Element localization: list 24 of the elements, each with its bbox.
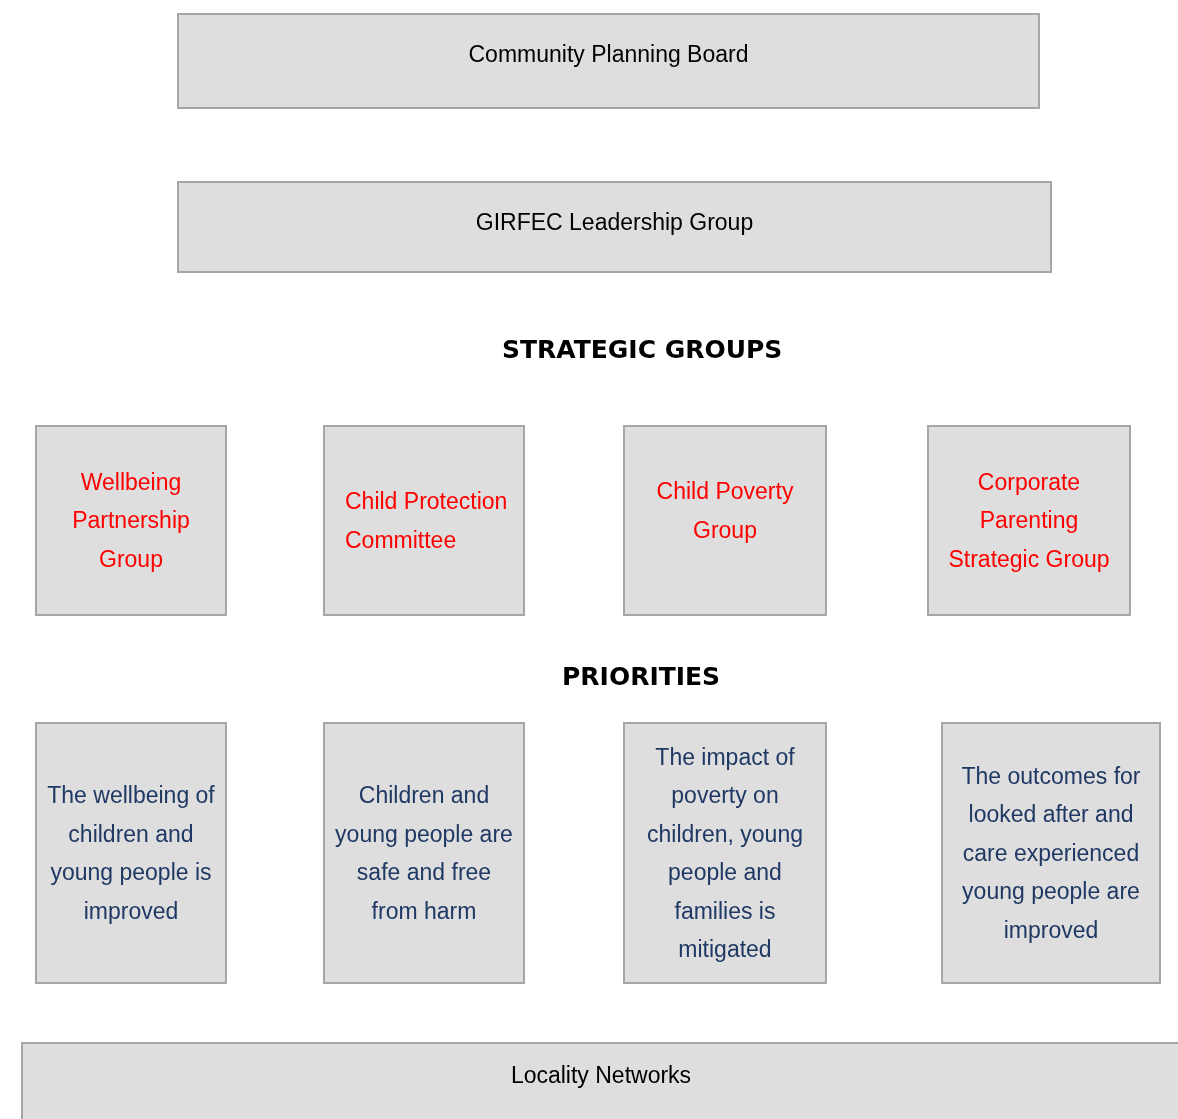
box: [927, 425, 1131, 616]
box: [35, 425, 227, 616]
box-text: Corporate Parenting Strategic Group: [947, 467, 1111, 574]
box-text: Wellbeing Partnership Group: [71, 467, 191, 574]
box-text: Community Planning Board: [467, 40, 750, 69]
box: [941, 722, 1161, 984]
section-heading: PRIORITIES: [562, 662, 721, 691]
box-text: GIRFEC Leadership Group: [474, 208, 755, 237]
box-text: The wellbeing of children and young people is improved: [46, 781, 216, 926]
box: [177, 13, 1040, 109]
box: [35, 722, 227, 984]
box: [21, 1042, 1178, 1119]
box: [623, 425, 827, 616]
box-text: Children and young people are safe and free from harm: [334, 781, 514, 926]
box-text: The impact of poverty on children, young people and families is mitigated: [646, 742, 804, 964]
box: [323, 722, 525, 984]
section-heading: STRATEGIC GROUPS: [502, 335, 783, 364]
box: [623, 722, 827, 984]
box-text: Child Poverty Group: [655, 477, 795, 545]
box-text: Locality Networks: [509, 1061, 693, 1090]
box: [177, 181, 1052, 273]
box-text: The outcomes for looked after and care experienced young people are improved: [960, 761, 1142, 945]
box-text: Child Protection Committee: [344, 487, 509, 555]
box: [323, 425, 525, 616]
